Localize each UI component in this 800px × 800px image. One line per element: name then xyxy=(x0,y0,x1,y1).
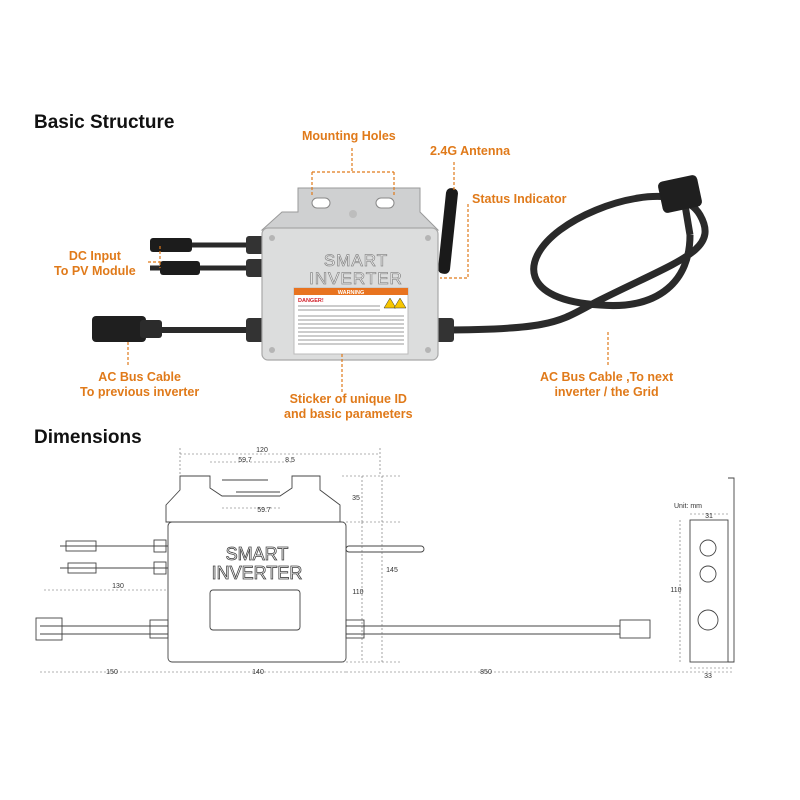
dim-side-bottom: 33 xyxy=(704,673,712,680)
dim-side-unit: Unit: mm xyxy=(674,503,702,510)
warning-header: WARNING xyxy=(338,290,365,296)
dim-tab-height: 35 xyxy=(352,495,360,502)
brand-line2: INVERTER xyxy=(309,269,403,288)
warning-sticker xyxy=(293,287,409,355)
ac-next-line1: AC Bus Cable ,To next xyxy=(540,370,674,384)
dim-body-height: 110 xyxy=(352,589,363,596)
basic-structure-heading: Basic Structure xyxy=(34,112,175,133)
dim-side-top: 31 xyxy=(705,513,713,520)
ac-prev-callout: AC Bus Cable To previous inverter xyxy=(80,370,199,400)
ac-next-callout: AC Bus Cable ,To next inverter / the Gri… xyxy=(540,370,673,400)
dim-overall-width: 120 xyxy=(256,447,268,454)
dc-input-line2: To PV Module xyxy=(54,264,136,278)
sticker-line2: and basic parameters xyxy=(284,407,413,421)
mounting-holes-callout: Mounting Holes xyxy=(302,129,396,143)
dim-overall-height: 145 xyxy=(386,567,398,574)
inverter-illustration: SMART INVERTER WARNING DANGER! xyxy=(92,148,709,392)
antenna-callout: 2.4G Antenna xyxy=(430,144,511,158)
dim-dc-cable: 130 xyxy=(112,583,124,590)
ac-next-line2: inverter / the Grid xyxy=(554,385,659,399)
sticker-callout: Sticker of unique ID and basic parameter… xyxy=(284,392,413,422)
ac-prev-line1: AC Bus Cable xyxy=(98,370,181,384)
dim-hole-spacing: 59.7 xyxy=(238,457,252,464)
dim-ac-prev-cable: 150 xyxy=(106,669,118,676)
dim-body-width: 140 xyxy=(252,669,264,676)
dc-input-callout: DC Input To PV Module xyxy=(54,249,136,279)
dimensions-heading: Dimensions xyxy=(34,427,142,448)
dimension-drawing: 120 59.7 8.5 59.7 35 145 110 130 150 140… xyxy=(35,447,735,680)
status-indicator-callout: Status Indicator xyxy=(472,192,567,206)
danger-label: DANGER! xyxy=(298,298,324,304)
dim-slot-width: 8.5 xyxy=(285,457,295,464)
sticker-line1: Sticker of unique ID xyxy=(289,392,407,406)
dc-input-line1: DC Input xyxy=(68,249,121,263)
dim-side-height: 110 xyxy=(670,587,681,594)
drawing-brand-line1: SMART xyxy=(226,544,289,564)
ac-prev-line2: To previous inverter xyxy=(80,385,200,399)
dim-hole-spacing-lower: 59.7 xyxy=(257,507,271,514)
drawing-brand-line2: INVERTER xyxy=(212,563,303,583)
dim-ac-next-cable: 850 xyxy=(480,669,492,676)
brand-line1: SMART xyxy=(324,251,388,270)
